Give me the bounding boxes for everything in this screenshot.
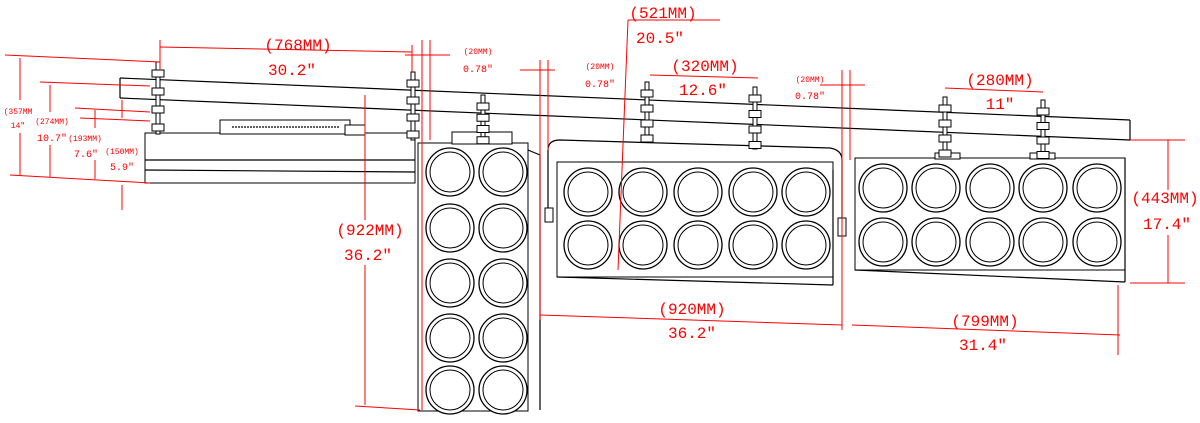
dim-gap2-inch: 0.78" [585,79,615,91]
dim-922-mm: (922MM) [336,222,403,240]
dim-320-mm: (320MM) [671,58,738,76]
led-cell [478,258,528,308]
led-cell [425,365,475,415]
led-cell [425,313,475,363]
led-cell [425,258,475,308]
led-cell [781,167,831,217]
led-cell [1072,217,1122,267]
dim-799-mm: (799MM) [951,313,1018,331]
dim-gap1-inch: 0.78" [463,64,493,76]
led-cell [618,220,668,270]
led-cell [618,167,668,217]
led-cell [911,217,961,267]
dim-193-inch: 7.6" [74,149,98,161]
pipe-clamp [938,96,952,158]
dim-920-inch: 36.2" [668,325,716,343]
dim-150-inch: 5.9" [110,162,134,174]
dim-357-inch: 14" [11,122,25,131]
dim-gap3-mm: (20MM) [796,76,825,85]
led-cell [781,220,831,270]
led-cell [1018,217,1068,267]
led-cell [728,220,778,270]
led-cell [965,217,1015,267]
fixture-side-view [144,119,416,184]
dim-443-mm: (443MM) [1131,190,1198,208]
dim-274-inch: 10.7" [37,133,67,145]
dim-gap3-inch: 0.78" [795,91,825,103]
dim-280-mm: (280MM) [966,72,1033,90]
pipe-clamp [406,71,420,141]
pipe-clamp [151,61,165,135]
pipe-clamp [748,86,762,150]
led-cell [478,203,528,253]
dimension-lines [4,19,1185,411]
fixture-vertical [417,131,541,415]
led-cell [478,313,528,363]
dim-521-mm: (521MM) [629,5,696,23]
led-cell [425,147,475,197]
pipe-clamp [1036,99,1050,159]
dim-274-mm: (274MM) [35,118,69,127]
dim-193-mm: (193MM) [68,135,102,144]
pipe-clamp [476,94,490,145]
dimension-labels: (768MM) 30.2" (20MM) 0.78" (20MM) 0.78" … [4,5,1199,355]
led-cell [1072,163,1122,213]
fixture-middle [544,139,847,286]
dim-521-inch: 20.5" [636,30,684,48]
dim-768-inch: 30.2" [268,62,316,80]
led-cell [965,163,1015,213]
led-cell [1018,163,1068,213]
dim-280-inch: 11" [986,96,1015,114]
led-cell [673,167,723,217]
pipe-clamp [640,81,654,143]
dim-gap2-mm: (20MM) [586,63,615,72]
led-cell [728,167,778,217]
dim-320-inch: 12.6" [679,82,727,100]
dim-357-mm: (357MM [4,108,33,117]
dim-922-inch: 36.2" [344,247,392,265]
dim-150-mm: (150MM) [105,148,139,157]
led-cell [478,365,528,415]
led-cell [858,217,908,267]
dim-443-inch: 17.4" [1143,216,1191,234]
fixture-right [854,152,1126,283]
led-cell [858,163,908,213]
led-cell [425,203,475,253]
dim-799-inch: 31.4" [959,337,1007,355]
led-cell [563,167,613,217]
led-cell [911,163,961,213]
dim-gap1-mm: (20MM) [464,48,493,57]
dim-768-mm: (768MM) [264,37,331,55]
led-cell [478,147,528,197]
led-cell [673,220,723,270]
dim-920-mm: (920MM) [658,301,725,319]
led-cell [563,220,613,270]
